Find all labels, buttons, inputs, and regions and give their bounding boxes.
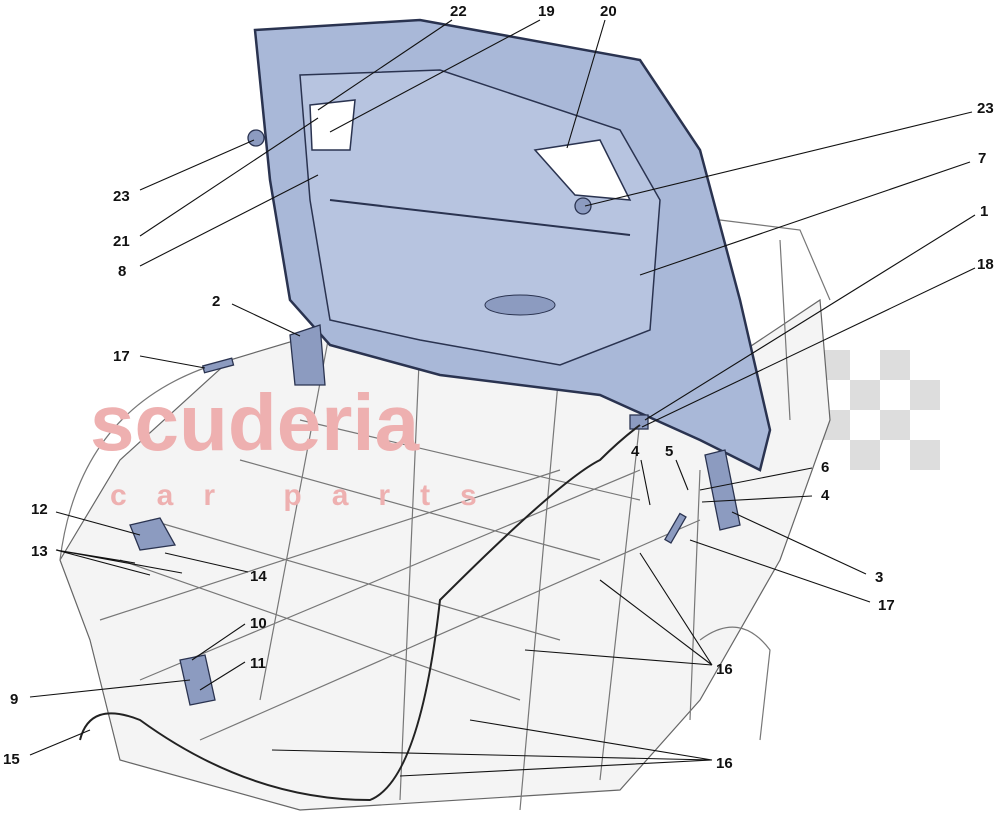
watermark-sub: car parts bbox=[110, 479, 507, 512]
callout-15: 15 bbox=[3, 751, 20, 768]
hinge-right bbox=[704, 449, 741, 531]
callout-9: 9 bbox=[10, 691, 18, 708]
callout-4-upper: 4 bbox=[631, 443, 640, 460]
callout-16-lower: 16 bbox=[716, 755, 733, 772]
release-cable bbox=[79, 424, 641, 802]
callout-11: 11 bbox=[250, 655, 266, 672]
callout-8: 8 bbox=[118, 263, 126, 280]
hood-opening-left bbox=[309, 99, 356, 151]
callout-6: 6 bbox=[821, 459, 829, 476]
callout-10: 10 bbox=[250, 615, 267, 632]
callout-5: 5 bbox=[665, 443, 673, 460]
callout-17-right: 17 bbox=[878, 597, 895, 614]
callout-7: 7 bbox=[978, 150, 986, 167]
checkered-flag-icon bbox=[820, 350, 940, 470]
gas-strut-left bbox=[201, 357, 235, 374]
latch-cover bbox=[129, 517, 177, 551]
rubber-buffer-right bbox=[574, 197, 592, 215]
watermark-brand: scuderia bbox=[90, 378, 420, 467]
callout-13: 13 bbox=[31, 543, 48, 560]
callout-3: 3 bbox=[875, 569, 883, 586]
callout-19: 19 bbox=[538, 3, 555, 20]
callout-23-right: 23 bbox=[977, 100, 994, 117]
callout-12: 12 bbox=[31, 501, 48, 518]
hinge-left bbox=[289, 324, 326, 386]
callout-21: 21 bbox=[113, 233, 130, 250]
callout-2: 2 bbox=[212, 293, 220, 310]
callout-16-upper: 16 bbox=[716, 661, 733, 678]
hood-opening-right bbox=[533, 139, 632, 201]
gas-strut-right bbox=[664, 512, 687, 544]
rubber-buffer-left bbox=[247, 129, 265, 147]
leader-lines bbox=[29, 19, 976, 777]
callout-20: 20 bbox=[600, 3, 617, 20]
lock-striker bbox=[629, 414, 649, 430]
callout-17-left: 17 bbox=[113, 348, 130, 365]
watermark: scuderia car parts bbox=[90, 378, 507, 512]
callout-22: 22 bbox=[450, 3, 467, 20]
callout-4-right: 4 bbox=[821, 487, 830, 504]
callout-labels: 22 19 20 23 7 1 18 23 21 8 2 17 4 5 6 4 … bbox=[3, 3, 994, 772]
bonnet-hood bbox=[253, 18, 772, 472]
callout-23-left: 23 bbox=[113, 188, 130, 205]
callout-14: 14 bbox=[250, 568, 267, 585]
hood-recess bbox=[484, 294, 556, 316]
components bbox=[129, 129, 741, 706]
callout-18: 18 bbox=[977, 256, 994, 273]
callout-1: 1 bbox=[980, 203, 988, 220]
